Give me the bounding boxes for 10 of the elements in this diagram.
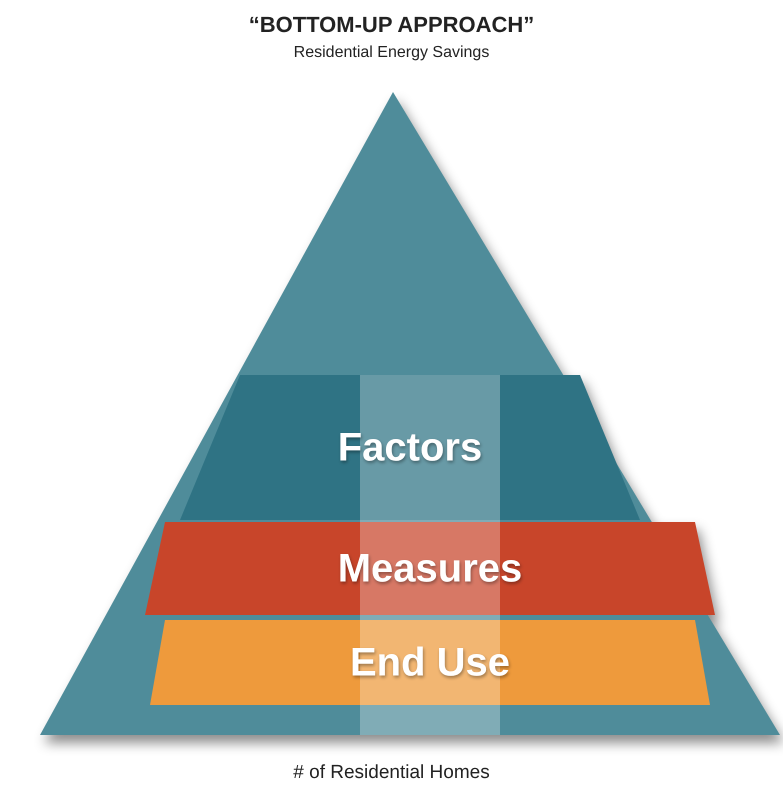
measures-band xyxy=(145,522,715,615)
band-label: End Use xyxy=(350,640,510,685)
pyramid xyxy=(40,92,780,735)
band-label: Measures xyxy=(338,546,522,591)
axis-caption: # of Residential Homes xyxy=(293,762,490,784)
subtitle: Residential Energy Savings xyxy=(294,44,490,62)
end-use-band xyxy=(150,620,710,705)
band-label: Factors xyxy=(338,425,482,470)
factors-band xyxy=(180,375,640,520)
title: “BOTTOM-UP APPROACH” xyxy=(248,12,536,38)
